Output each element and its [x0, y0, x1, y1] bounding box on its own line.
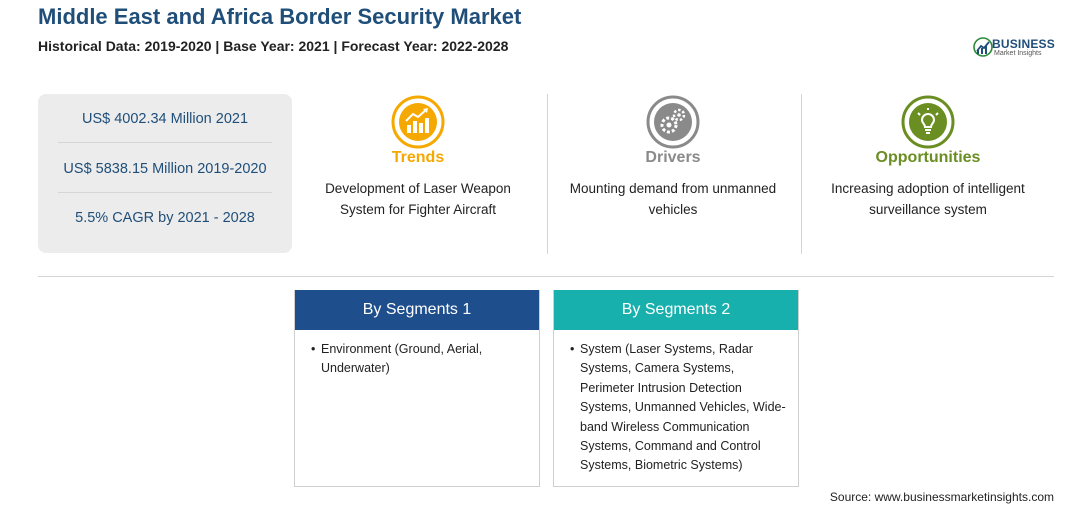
- segment-item: System (Laser Systems, Radar Systems, Ca…: [580, 342, 786, 473]
- logo-subtext: Market Insights: [994, 50, 1042, 57]
- feature-opportunities: Opportunities Increasing adoption of int…: [803, 94, 1053, 234]
- divider: [58, 142, 272, 143]
- gears-icon: [646, 95, 700, 149]
- feature-description: Development of Laser Weapon System for F…: [325, 181, 511, 217]
- column-divider: [801, 94, 802, 254]
- bullet-icon: •: [570, 342, 575, 356]
- segment-card-1: By Segments 1 • Environment (Ground, Aer…: [294, 290, 540, 487]
- section-divider: [38, 276, 1054, 277]
- segment-content: • System (Laser Systems, Radar Systems, …: [554, 330, 798, 476]
- feature-heading: Drivers: [645, 149, 701, 166]
- chart-growth-icon: [391, 95, 445, 149]
- segment-card-2: By Segments 2 • System (Laser Systems, R…: [553, 290, 799, 487]
- logo-text: BUSINESS: [992, 37, 1055, 51]
- page-subtitle: Historical Data: 2019-2020 | Base Year: …: [38, 38, 509, 54]
- feature-trends: Trends Development of Laser Weapon Syste…: [293, 94, 543, 234]
- brand-logo: BUSINESS Market Insights: [972, 34, 1072, 60]
- stat-cagr: 5.5% CAGR by 2021 - 2028: [75, 210, 255, 226]
- bullet-icon: •: [311, 342, 316, 356]
- segment-title: By Segments 2: [554, 290, 798, 330]
- feature-heading: Opportunities: [875, 149, 981, 166]
- feature-description: Increasing adoption of intelligent surve…: [831, 181, 1025, 217]
- feature-heading: Trends: [391, 149, 445, 166]
- divider: [58, 192, 272, 193]
- source-note: Source: www.businessmarketinsights.com: [829, 490, 1054, 504]
- feature-drivers: Drivers Mounting demand from unmanned ve…: [548, 94, 798, 234]
- stat-market-size-historical: US$ 5838.15 Million 2019-2020: [63, 161, 267, 177]
- stat-market-size-2021: US$ 4002.34 Million 2021: [81, 111, 249, 127]
- lightbulb-icon: [901, 95, 955, 149]
- segment-item: Environment (Ground, Aerial, Underwater): [321, 342, 483, 376]
- page-title: Middle East and Africa Border Security M…: [38, 4, 522, 29]
- market-stats-panel: US$ 4002.34 Million 2021 US$ 5838.15 Mil…: [38, 94, 292, 253]
- feature-description: Mounting demand from unmanned vehicles: [569, 181, 777, 217]
- logo-globe-icon: [973, 37, 993, 57]
- segment-title: By Segments 1: [295, 290, 539, 330]
- column-divider: [547, 94, 548, 254]
- segment-content: • Environment (Ground, Aerial, Underwate…: [295, 330, 539, 379]
